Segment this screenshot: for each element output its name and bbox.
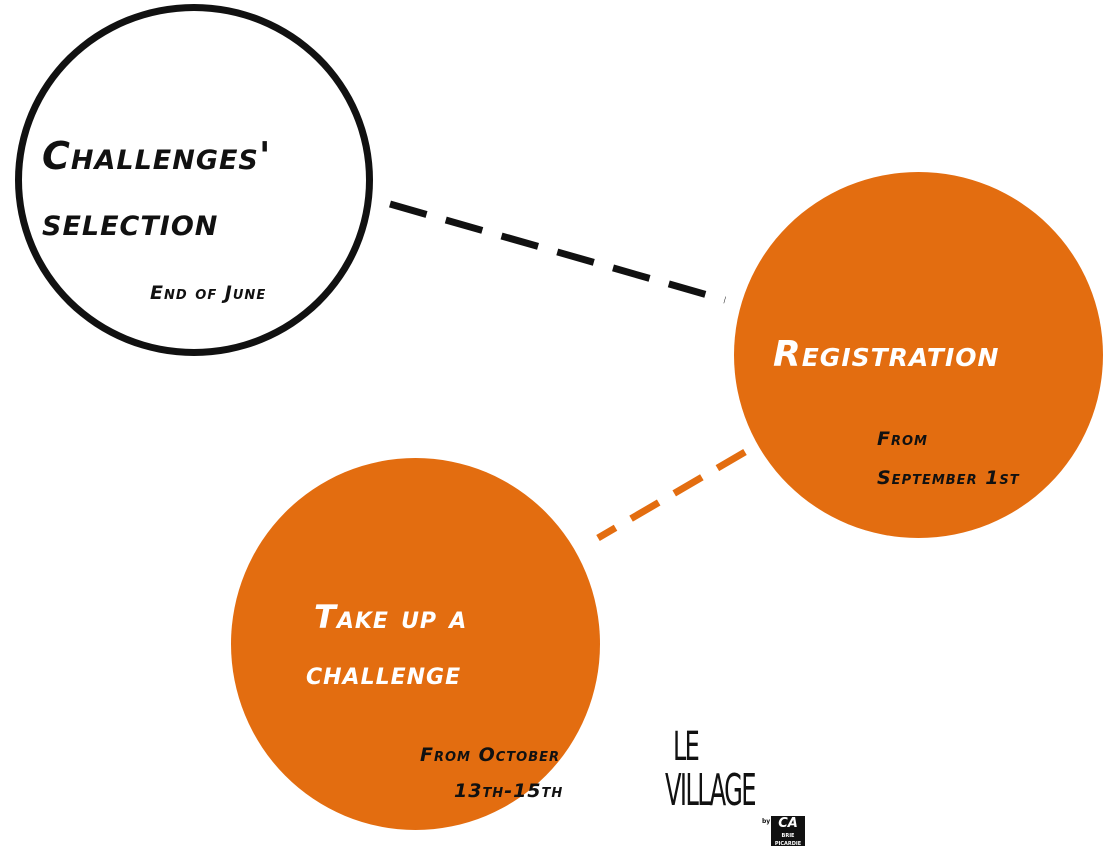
ca-sub-mark: BRIE PICARDIE	[774, 833, 802, 847]
ca-mark: CA	[778, 816, 798, 831]
node-challenges-selection-title-line1: Challenges'	[42, 134, 272, 178]
logo-line-le: LE	[673, 724, 700, 770]
node-take-up-challenge-title-line1: Take up a	[314, 598, 468, 636]
node-challenges-selection	[15, 4, 373, 356]
logo-by-text: by	[762, 818, 771, 825]
node-take-up-challenge-date-line2: 13th-15th	[454, 780, 564, 802]
credit-agricole-badge: by CA BRIE PICARDIE	[762, 816, 805, 847]
node-registration	[734, 172, 1103, 538]
node-challenges-selection-date: End of June	[150, 282, 267, 304]
node-registration-title: Registration	[773, 334, 1000, 375]
node-registration-date-line2: September 1st	[877, 467, 1020, 489]
node-take-up-challenge-title-line2: challenge	[306, 654, 462, 692]
connector-selection-to-registration	[389, 200, 726, 304]
connector-registration-to-challenge	[596, 448, 747, 542]
node-registration-date-line1: From	[877, 428, 928, 450]
node-take-up-challenge-date-line1: From October	[420, 744, 561, 766]
node-take-up-challenge	[231, 458, 600, 830]
le-village-logo: LE VILLAGE by CA BRIE PICARDIE	[663, 722, 818, 848]
logo-line-village: VILLAGE	[665, 765, 756, 816]
node-challenges-selection-title-line2: selection	[42, 200, 219, 244]
